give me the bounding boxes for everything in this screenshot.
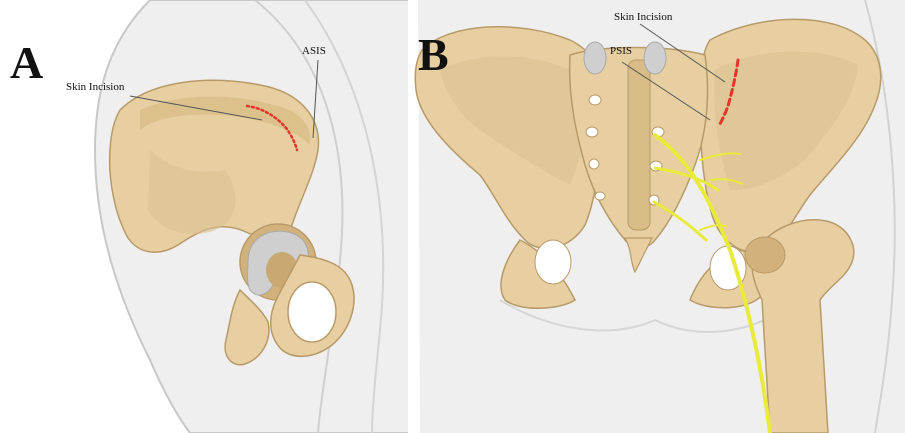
panel-b-illustration <box>410 0 905 433</box>
psis-label: PSIS <box>610 46 632 57</box>
obturator-foramen <box>288 282 336 342</box>
sacral-foramen <box>589 159 599 169</box>
skin-incision-label-b: Skin Incision <box>614 12 672 23</box>
sacral-foramen <box>586 127 598 137</box>
articular-process-right <box>644 42 666 74</box>
sacral-foramen <box>589 95 601 105</box>
panel-b-letter: B <box>418 32 449 78</box>
asis-label: ASIS <box>302 46 326 57</box>
median-sacral-crest <box>628 60 650 230</box>
sacral-foramen <box>595 192 605 200</box>
articular-process-left <box>584 42 606 74</box>
panel-a-lateral-pelvis: A Skin Incision ASIS <box>0 0 410 433</box>
femoral-head <box>745 237 785 273</box>
panel-a-letter: A <box>10 40 43 86</box>
panel-a-illustration <box>0 0 410 433</box>
skin-incision-label-a: Skin Incision <box>66 82 124 93</box>
obturator-foramen-left <box>535 240 571 284</box>
panel-b-posterior-pelvis: B Skin Incision PSIS <box>410 0 905 433</box>
